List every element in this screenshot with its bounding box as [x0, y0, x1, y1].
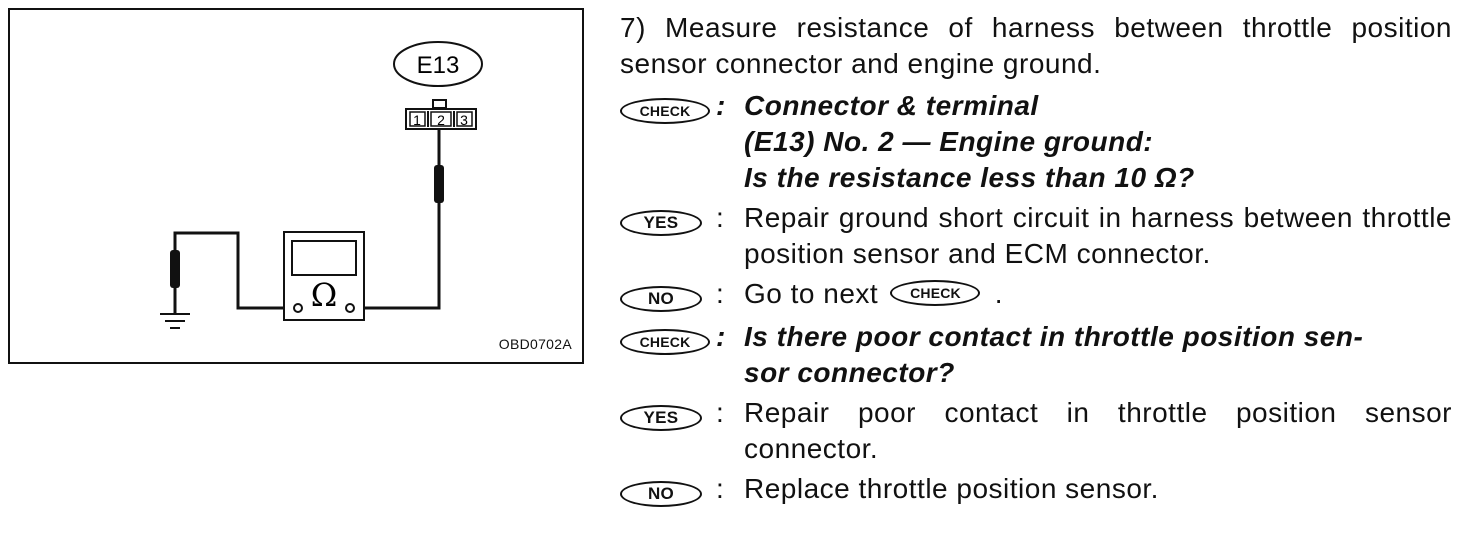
ohm-symbol: Ω: [311, 276, 338, 314]
check-line: sor connector?: [744, 357, 955, 388]
no-row: NO : Go to next CHECK .: [620, 276, 1452, 315]
connector-housing: [405, 108, 477, 130]
check-badge-icon: CHECK: [890, 279, 981, 306]
step-intro: 7) Measure resistance of harness between…: [620, 12, 1452, 79]
check-question: Connector & terminal (E13) No. 2 — Engin…: [744, 88, 1452, 196]
no-action: Go to next CHECK .: [744, 276, 1452, 312]
check-line: Is there poor contact in throttle positi…: [744, 321, 1364, 352]
check-row: CHECK : Connector & terminal (E13) No. 2…: [620, 88, 1452, 196]
no-badge-icon: NO: [620, 480, 702, 507]
procedure-text: 7) Measure resistance of harness between…: [620, 10, 1452, 510]
wiring-diagram: E13 1 2 3 Ω OBD0702A: [8, 8, 584, 364]
separator: :: [716, 90, 726, 121]
separator: :: [716, 473, 725, 504]
yes-action: Repair ground short circuit in harness b…: [744, 202, 1452, 269]
probe-tip-left: [170, 250, 180, 288]
circuit-drawing: E13 1 2 3 Ω: [160, 41, 483, 329]
separator: :: [716, 202, 725, 233]
no-action: Replace throttle position sensor.: [744, 473, 1159, 504]
check-line: Connector & terminal: [744, 90, 1039, 121]
yes-badge-icon: YES: [620, 404, 702, 431]
pin-label: 2: [437, 112, 445, 128]
no-badge-icon: NO: [620, 285, 702, 312]
separator: :: [716, 321, 726, 352]
ground-icon: [160, 310, 190, 329]
connector-callout: [393, 41, 483, 87]
yes-badge-icon: YES: [620, 209, 702, 236]
yes-row: YES : Repair ground short circuit in har…: [620, 200, 1452, 272]
pin-label: 3: [460, 112, 468, 128]
no-row: NO : Replace throttle position sensor.: [620, 471, 1452, 510]
check-line: Is the resistance less than 10 Ω?: [744, 162, 1195, 193]
yes-action: Repair poor contact in throttle position…: [744, 397, 1452, 464]
probe-lead-left: [173, 231, 297, 310]
check-question: Is there poor contact in throttle positi…: [744, 319, 1452, 391]
figure-code: OBD0702A: [498, 336, 572, 352]
check-badge-icon: CHECK: [620, 97, 710, 124]
yes-row: YES : Repair poor contact in throttle po…: [620, 395, 1452, 467]
connector-label: E13: [417, 52, 460, 79]
check-row: CHECK : Is there poor contact in throttl…: [620, 319, 1452, 391]
check-line: (E13) No. 2 — Engine ground:: [744, 126, 1154, 157]
ohmmeter-icon: [283, 231, 365, 321]
separator: :: [716, 397, 725, 428]
check-badge-icon: CHECK: [620, 328, 710, 355]
separator: :: [716, 278, 725, 309]
pin-label: 1: [413, 112, 421, 128]
connector-lock-tab: [432, 99, 447, 109]
probe-tip-right: [434, 165, 444, 203]
no-action-text: Go to next: [744, 278, 879, 309]
no-action-suffix: .: [994, 278, 1004, 309]
